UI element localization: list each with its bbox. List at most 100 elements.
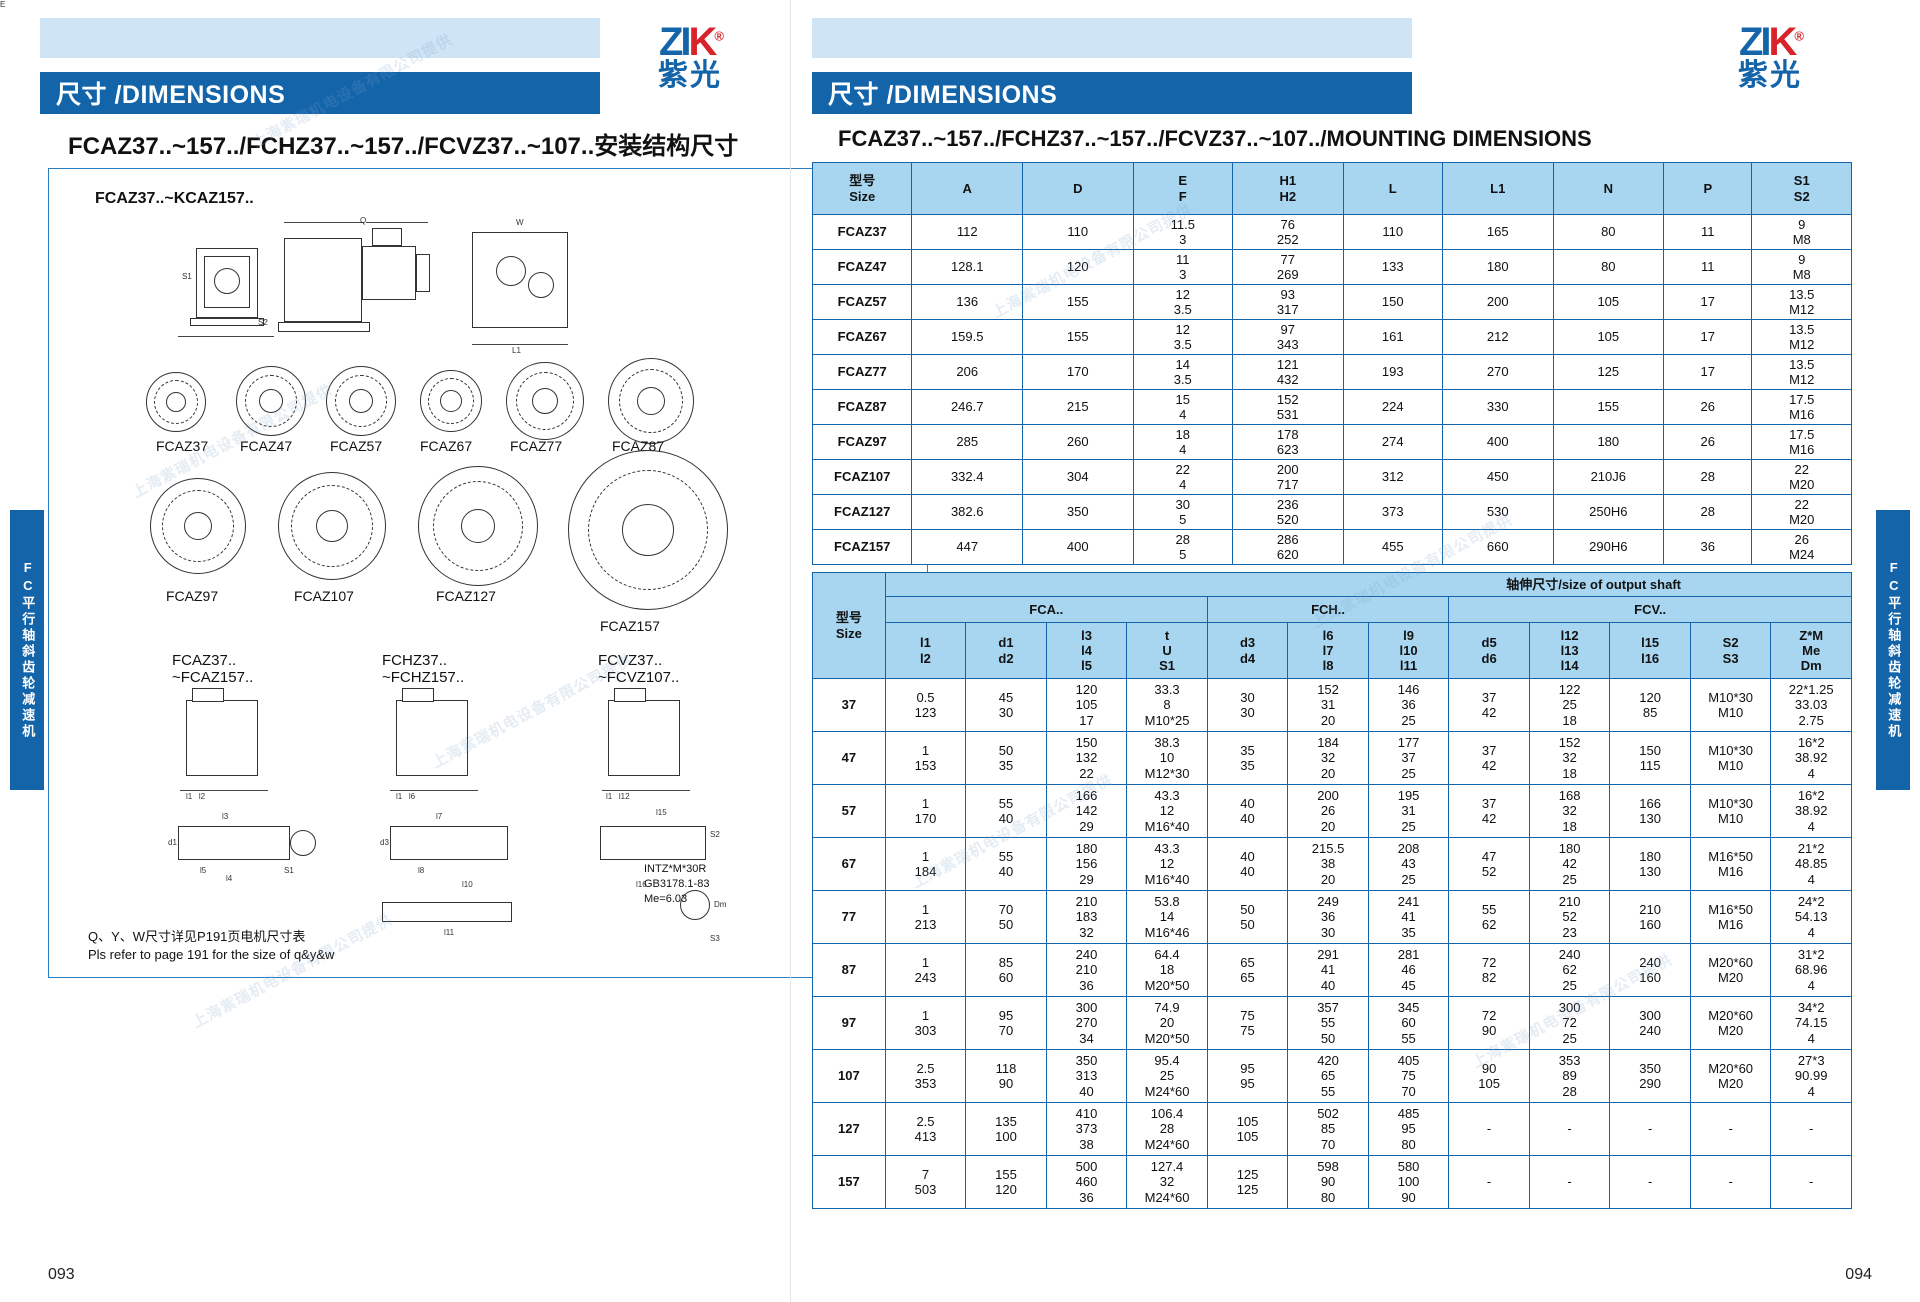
shaft-value-cell: 0.5 123 xyxy=(884,678,967,732)
mounting-size-cell: FCAZ37 xyxy=(811,214,913,250)
shaft-value-cell: 177 37 25 xyxy=(1367,731,1450,785)
shaft-size-cell: 67 xyxy=(812,837,886,891)
mounting-value-cell: 17 xyxy=(1663,284,1753,320)
schematic-housing-2 xyxy=(284,238,362,322)
shaft-value-cell: 30 30 xyxy=(1206,678,1289,732)
shaft-value-cell: 1 213 xyxy=(884,890,967,944)
variant-dim-fch xyxy=(390,790,478,791)
flange-bolt-circle-fcaz47 xyxy=(245,375,297,427)
mounting-size-cell: FCAZ157 xyxy=(811,529,913,565)
shaft-value-cell: 502 85 70 xyxy=(1287,1102,1369,1156)
left-side-tab: FC平行轴斜齿轮减速机 xyxy=(10,510,44,790)
flange-label-2: FCAZ57 xyxy=(330,438,383,454)
left-side-tab-label: FC平行轴斜齿轮减速机 xyxy=(20,560,36,740)
shaft-detail-fch-lower xyxy=(382,902,512,922)
mounting-value-cell: 11 xyxy=(1663,249,1753,285)
shaft-value-cell: 72 90 xyxy=(1448,996,1530,1050)
mounting-value-cell: 400 xyxy=(1442,424,1554,460)
mounting-value-cell: 530 xyxy=(1442,494,1554,530)
shaft-subheader-cell: Z*M Me Dm xyxy=(1770,622,1852,679)
flange-bore-fcaz87 xyxy=(637,387,665,415)
mounting-value-cell: 110 xyxy=(1342,214,1444,250)
mounting-value-cell: 304 xyxy=(1022,459,1134,495)
shaft-value-cell: 53.8 14 M16*46 xyxy=(1126,890,1208,944)
mounting-value-cell: 155 xyxy=(1022,284,1134,320)
shaft-value-cell: 95 70 xyxy=(965,996,1047,1050)
shaft-value-cell: 2.5 353 xyxy=(884,1049,967,1103)
shaft-group-row: FCA..FCH..FCV.. xyxy=(813,596,1852,623)
shaft-value-cell: 64.4 18 M20*50 xyxy=(1126,943,1208,997)
shaft-value-cell: 65 65 xyxy=(1206,943,1289,997)
shaft-value-cell: 180 130 xyxy=(1609,837,1691,891)
shaft-value-cell: 184 32 20 xyxy=(1287,731,1369,785)
mounting-value-cell: 17 xyxy=(1663,319,1753,355)
shaft-group-header: FCA.. xyxy=(884,596,1208,623)
shaft-subheader-cell: l6 l7 l8 xyxy=(1287,622,1369,679)
shaft-size-cell: 157 xyxy=(812,1155,886,1209)
mounting-size-cell: FCAZ67 xyxy=(811,319,913,355)
flange-bore-fcaz57 xyxy=(349,389,373,413)
shaft-band-title: 轴伸尺寸/size of output shaft xyxy=(884,572,1853,597)
shaft-value-cell: 1 243 xyxy=(884,943,967,997)
variant-dim-label-l1-l12: l1 l12 xyxy=(606,792,630,801)
flange-label-1: FCAZ47 xyxy=(240,438,293,454)
shaft-value-cell: 240 210 36 xyxy=(1045,943,1128,997)
mounting-value-cell: 26 xyxy=(1663,424,1753,460)
mounting-value-cell: 22 4 xyxy=(1132,459,1234,495)
shaft-value-cell: M20*60 M20 xyxy=(1689,943,1772,997)
shaft-value-cell: 350 313 40 xyxy=(1045,1049,1128,1103)
shaft-value-cell: 353 89 28 xyxy=(1528,1049,1611,1103)
mounting-header-cell: A xyxy=(911,162,1023,215)
flange-bolt-circle-fcaz107 xyxy=(291,485,373,567)
shaft-subheader-cell: t U S1 xyxy=(1126,622,1208,679)
mounting-value-cell: 11 xyxy=(1663,214,1753,250)
mounting-value-cell: 246.7 xyxy=(911,389,1023,425)
shaft-value-cell: 16*2 38.92 4 xyxy=(1770,784,1852,838)
mounting-size-cell: FCAZ127 xyxy=(811,494,913,530)
shaft-value-cell: 55 40 xyxy=(965,784,1047,838)
mounting-value-cell: 224 xyxy=(1342,389,1444,425)
shaft-value-cell: 150 132 22 xyxy=(1045,731,1128,785)
shaft-value-cell: M16*50 M16 xyxy=(1689,890,1772,944)
shaft-value-cell: 598 90 80 xyxy=(1287,1155,1369,1209)
mounting-value-cell: 128.1 xyxy=(911,249,1023,285)
mounting-value-cell: 17.5 M16 xyxy=(1751,389,1852,425)
dim-line-3 xyxy=(366,222,428,223)
shaft-value-cell: - xyxy=(1609,1102,1691,1156)
schematic-shaft-circle-1 xyxy=(214,268,240,294)
shaft-value-cell: 85 60 xyxy=(965,943,1047,997)
shaft-subheader-cell: d1 d2 xyxy=(965,622,1047,679)
mounting-value-cell: 97 343 xyxy=(1232,319,1344,355)
mounting-value-cell: 125 xyxy=(1552,354,1665,390)
mounting-header-cell: L xyxy=(1342,162,1444,215)
mounting-value-cell: 105 xyxy=(1552,319,1665,355)
flange-bore-fcaz37 xyxy=(166,392,186,412)
shaft-label-l11: l11 xyxy=(444,928,455,937)
logo-registered: ® xyxy=(714,28,723,44)
shaft-value-cell: 135 100 xyxy=(965,1102,1047,1156)
flange-label-3: FCAZ67 xyxy=(420,438,473,454)
shaft-value-cell: 240 62 25 xyxy=(1528,943,1611,997)
mounting-value-cell: 373 xyxy=(1342,494,1444,530)
shaft-group-header: FCH.. xyxy=(1206,596,1450,623)
shaft-value-cell: 47 52 xyxy=(1448,837,1530,891)
shaft-value-cell: 241 41 35 xyxy=(1367,890,1450,944)
shaft-label-d1: d1 xyxy=(168,838,177,847)
shaft-value-cell: - xyxy=(1528,1155,1611,1209)
mounting-value-cell: 93 317 xyxy=(1232,284,1344,320)
variant-schematic-fcv xyxy=(608,700,680,776)
shaft-value-cell: - xyxy=(1609,1155,1691,1209)
mounting-value-cell: 36 xyxy=(1663,529,1753,565)
schematic-bore-2 xyxy=(528,272,554,298)
shaft-label-l8: l8 xyxy=(418,866,425,875)
mounting-value-cell: 159.5 xyxy=(911,319,1023,355)
mounting-value-cell: 112 xyxy=(911,214,1023,250)
flange-bore-fcaz127 xyxy=(461,509,495,543)
shaft-value-cell: 105 105 xyxy=(1206,1102,1289,1156)
